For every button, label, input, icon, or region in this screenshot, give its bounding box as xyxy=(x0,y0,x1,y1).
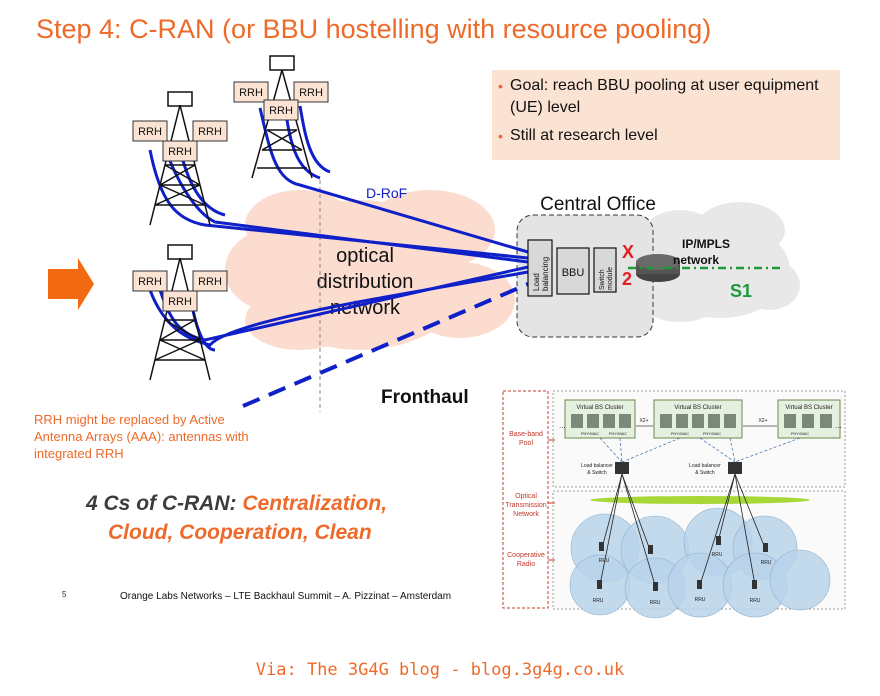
x2-label: X2+ xyxy=(758,418,767,424)
inset-label: Network xyxy=(513,511,539,518)
bullet-icon: • xyxy=(498,128,503,144)
inset-label: Optical xyxy=(515,493,537,500)
svg-text:RRH: RRH xyxy=(269,105,293,117)
aaa-note: RRH might be replaced by Active Antenna … xyxy=(34,412,249,461)
load-balancing-label: balancing xyxy=(541,257,550,291)
svg-text:RRH: RRH xyxy=(138,126,162,138)
load-balancing-module xyxy=(527,239,553,297)
cluster-label: Virtual BS Cluster xyxy=(576,405,623,411)
goal-box: • Goal: reach BBU pooling at user equipm… xyxy=(492,70,840,160)
load-balancing-label: Load xyxy=(532,273,541,291)
rru-label: RRU xyxy=(750,598,761,604)
d-rof-label: D-RoF xyxy=(366,185,407,201)
central-office-label: Central Office xyxy=(540,194,656,215)
slide-title: Step 4: C-RAN (or BBU hostelling with re… xyxy=(36,14,712,44)
cran-architecture-inset: Base-band Pool Optical Transmission Netw… xyxy=(502,390,846,619)
slide-footer: Orange Labs Networks – LTE Backhaul Summ… xyxy=(120,591,452,602)
ellipsis-label: ... xyxy=(835,421,842,430)
four-cs-line-1: 4 Cs of C-RAN: Centralization, xyxy=(86,492,387,516)
page-number: 5 xyxy=(62,590,67,599)
switch-module xyxy=(593,247,617,293)
fronthaul-label: Fronthaul xyxy=(381,387,469,408)
svg-text:RRH: RRH xyxy=(138,276,162,288)
inset-label: Transmission xyxy=(505,502,546,509)
tower-icon xyxy=(251,55,313,179)
load-balancer-label: Load balancer xyxy=(689,463,721,469)
bullet-icon: • xyxy=(498,78,503,94)
rrh-box: RRH xyxy=(162,140,198,162)
svg-text:RRH: RRH xyxy=(168,296,192,308)
rru-label: RRU xyxy=(761,560,772,566)
tower-icon xyxy=(149,244,211,381)
phy-mac-label: PHY/MAC xyxy=(671,431,689,436)
inset-label: Radio xyxy=(517,561,535,568)
svg-text:RRH: RRH xyxy=(198,126,222,138)
inset-label: Cooperative xyxy=(507,552,545,559)
cloud-label: network xyxy=(330,297,401,319)
svg-text:RRH: RRH xyxy=(239,87,263,99)
load-balancer-label: & Switch xyxy=(695,470,715,476)
rrh-box: RRH xyxy=(132,270,168,292)
bbu-module xyxy=(556,247,590,295)
rrh-box: RRH xyxy=(233,81,269,103)
fiber-links xyxy=(148,105,529,352)
inset-label: Base-band xyxy=(509,431,543,438)
rrh-box: RRH xyxy=(192,120,228,142)
inset-label: Pool xyxy=(519,440,533,447)
ipmpls-label: IP/MPLS xyxy=(682,237,730,251)
rru-label: RRU xyxy=(650,600,661,606)
ellipsis-label: ... xyxy=(559,421,566,430)
load-balancer-label: & Switch xyxy=(587,470,607,476)
cluster-label: Virtual BS Cluster xyxy=(674,405,721,411)
rrh-box: RRH xyxy=(293,81,329,103)
rru-label: RRU xyxy=(599,558,610,564)
svg-text:RRH: RRH xyxy=(198,276,222,288)
goal-item: Still at research level xyxy=(510,127,658,144)
x2-label: X2+ xyxy=(639,418,648,424)
four-cs-line-2: Cloud, Cooperation, Clean xyxy=(108,521,372,544)
switch-module-label: module xyxy=(607,267,614,290)
ipmpls-label: network xyxy=(673,253,719,267)
rrh-box: RRH xyxy=(263,99,299,121)
via-credit: Via: The 3G4G blog - blog.3g4g.co.uk xyxy=(255,660,625,680)
phy-mac-label: PHY/MAC xyxy=(581,431,599,436)
switch-module-label: Switch xyxy=(599,269,606,290)
rru-label: RRU xyxy=(695,597,706,603)
tower-icon xyxy=(149,91,211,226)
x-mark: X xyxy=(622,242,634,262)
svg-text:RRH: RRH xyxy=(168,146,192,158)
rrh-box: RRH xyxy=(132,120,168,142)
cloud-label: distribution xyxy=(317,271,414,293)
goal-item: Goal: reach BBU pooling at user equipmen… xyxy=(510,77,819,116)
marker-2: 2 xyxy=(622,269,632,289)
rrh-box: RRH xyxy=(162,290,198,312)
cluster-label: Virtual BS Cluster xyxy=(785,405,832,411)
svg-text:RRH: RRH xyxy=(299,87,323,99)
rru-label: RRU xyxy=(593,598,604,604)
rrh-box: RRH xyxy=(192,270,228,292)
four-cs-centralization: Centralization, xyxy=(242,492,388,515)
future-fiber-link xyxy=(242,282,529,408)
phy-mac-label: PHY/MAC xyxy=(703,431,721,436)
rru-label: RRU xyxy=(712,552,723,558)
phy-mac-label: PHY/MAC xyxy=(791,431,809,436)
load-balancer-label: Load balancer xyxy=(581,463,613,469)
phy-mac-label: PHY/MAC xyxy=(609,431,627,436)
orange-arrow-icon xyxy=(48,258,94,310)
four-cs-prefix: 4 Cs of C-RAN: xyxy=(86,492,237,515)
cloud-label: optical xyxy=(336,245,394,267)
s1-label: S1 xyxy=(730,281,752,301)
bbu-label: BBU xyxy=(562,267,585,279)
router-icon xyxy=(636,254,680,282)
ipmpls-cloud xyxy=(640,202,800,322)
